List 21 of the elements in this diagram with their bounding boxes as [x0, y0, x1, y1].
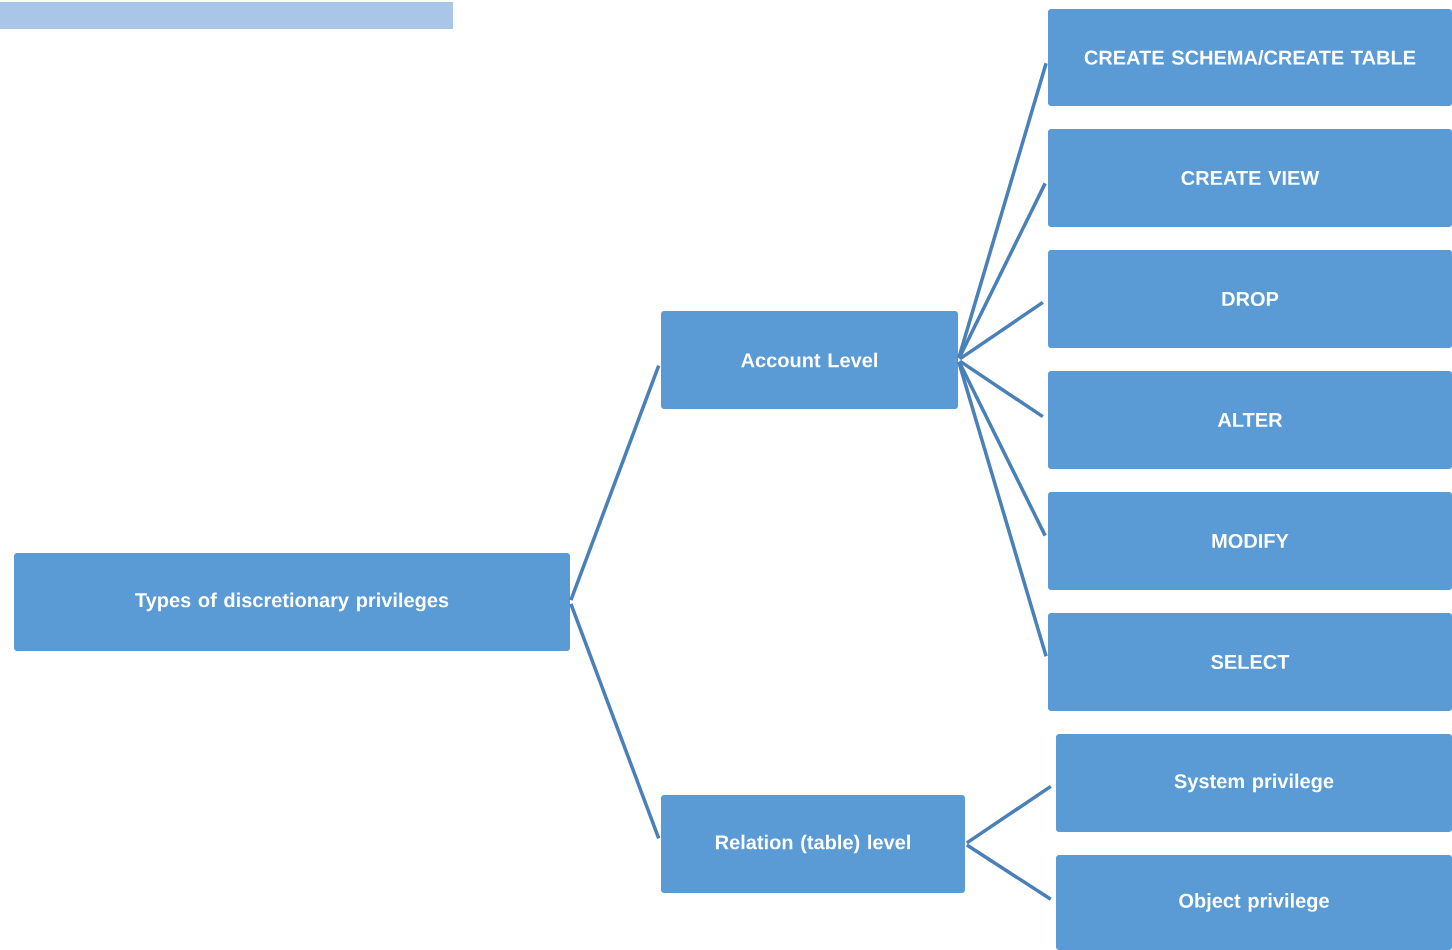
connector-line [965, 843, 1052, 901]
process-box: SELECT [1048, 613, 1452, 711]
process-box: Account Level [661, 311, 958, 409]
process-box: MODIFY [1048, 492, 1452, 590]
connector-line [957, 182, 1047, 359]
connector-line [569, 603, 661, 839]
connector-line [569, 365, 661, 601]
process-box: DROP [1048, 250, 1452, 348]
process-box: System privilege [1056, 734, 1452, 832]
connector-line [957, 361, 1048, 657]
connector-line [958, 300, 1044, 361]
process-box: Relation (table) level [661, 795, 965, 893]
connector-line [957, 361, 1047, 537]
connector-line [965, 784, 1052, 845]
connector-line [958, 359, 1044, 419]
connector-line [957, 62, 1048, 359]
process-box: ALTER [1048, 371, 1452, 469]
process-box: Types of discretionary privileges [14, 553, 570, 651]
process-box: CREATE VIEW [1048, 129, 1452, 227]
process-box: Object privilege [1056, 855, 1452, 950]
process-box: CREATE SCHEMA/CREATE TABLE [1048, 9, 1452, 106]
